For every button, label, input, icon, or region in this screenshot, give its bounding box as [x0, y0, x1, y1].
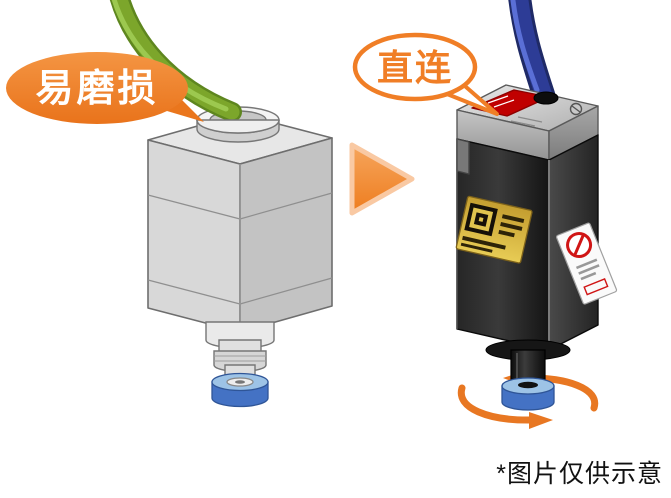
- red-label-text-mark: [487, 95, 509, 104]
- blue-cable-highlight: [510, 0, 540, 93]
- right-callout-ellipse: [352, 32, 478, 102]
- left-motor-seam: [147, 279, 241, 305]
- left-motor-front-face: [147, 139, 241, 333]
- screw-slot: [571, 105, 581, 113]
- qr-code-label: [455, 195, 533, 264]
- left-callout-bubble: 易磨损: [6, 52, 204, 124]
- blue-cable-body: [511, 0, 553, 105]
- blue-cable: [508, 0, 556, 108]
- qr-label-text-line: [500, 222, 523, 231]
- left-motor-seam: [239, 192, 333, 220]
- cable-opening-front-rim: [196, 119, 280, 134]
- left-motor-seam: [239, 277, 333, 305]
- prohibition-icon: [566, 232, 593, 259]
- footnote-disclaimer: *图片仅供示意: [496, 460, 663, 488]
- warning-text-line: [575, 258, 598, 270]
- qr-label-text-line: [462, 235, 506, 250]
- shaft-entry-hole: [518, 381, 538, 389]
- qr-label-text-line: [460, 242, 493, 253]
- cap-engraved-text: [517, 116, 543, 123]
- left-collar-bearing: [211, 372, 269, 408]
- left-callout-label: 易磨损: [35, 68, 158, 110]
- transition-arrow: [349, 142, 415, 216]
- left-callout-ellipse: [6, 52, 188, 124]
- warning-text-line: [583, 278, 609, 296]
- qr-code-icon: [464, 202, 498, 237]
- warning-text-line: [578, 264, 600, 275]
- warning-label: [556, 222, 618, 305]
- right-motor-illustration: [455, 0, 618, 429]
- rotation-arrowhead: [529, 412, 553, 429]
- warning-text-line: [580, 271, 597, 281]
- left-motor-illustration: [109, 0, 333, 408]
- red-label-text-mark: [493, 99, 515, 108]
- left-motor-side-face: [239, 137, 333, 333]
- body-left-step: [456, 138, 470, 175]
- rotation-arrow-icon: [457, 384, 537, 424]
- right-collar-bearing: [501, 377, 555, 411]
- rotation-arrow-front: [457, 384, 553, 429]
- cap-engraved-text: [510, 120, 536, 127]
- collar-center-hole: [235, 380, 245, 384]
- right-callout-label: 直连: [377, 47, 453, 88]
- cable-gland: [533, 91, 559, 105]
- right-arrow-icon: [349, 142, 415, 216]
- qr-label-text-line: [498, 229, 515, 238]
- qr-label-text-line: [501, 214, 525, 224]
- left-motor-body: [147, 113, 333, 333]
- right-callout-bubble: 直连: [352, 32, 499, 116]
- left-motor-seam: [147, 194, 241, 220]
